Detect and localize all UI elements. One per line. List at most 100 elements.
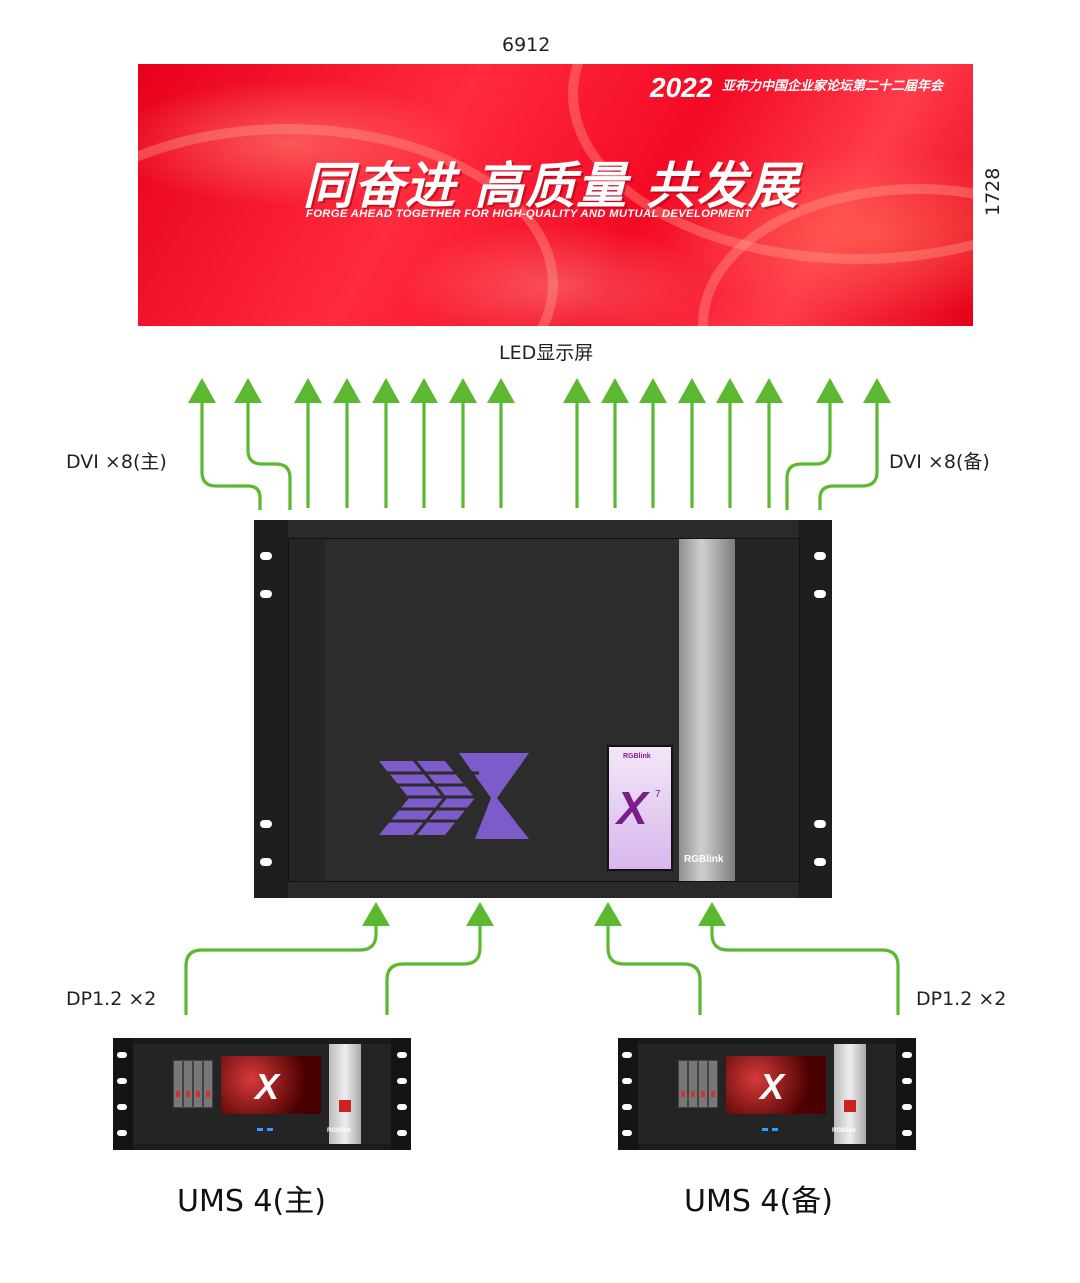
ums-silver-panel — [329, 1044, 361, 1144]
dvi-main-arrow-2 — [246, 400, 292, 510]
rack-hole — [117, 1052, 127, 1058]
rack-hole — [622, 1104, 632, 1110]
arrow-head — [294, 378, 322, 403]
arrow-head — [755, 378, 783, 403]
status-led — [772, 1128, 778, 1131]
drive-bay — [678, 1060, 688, 1108]
rack-hole — [814, 858, 826, 866]
lcd-model-suffix: 7 — [655, 789, 661, 800]
status-led — [257, 1128, 263, 1131]
rack-hole — [397, 1104, 407, 1110]
ums4-backup-caption: UMS 4(备) — [684, 1184, 833, 1219]
arrow-head — [816, 378, 844, 403]
arrow-head — [863, 378, 891, 403]
arrow-head — [449, 378, 477, 403]
rack-hole — [117, 1104, 127, 1110]
arrow-head — [362, 902, 390, 926]
rack-hole — [260, 590, 272, 598]
dvi-main-arrow-1 — [200, 400, 262, 510]
rack-hole — [260, 820, 272, 828]
rack-hole — [814, 590, 826, 598]
rack-hole — [902, 1104, 912, 1110]
rack-hole — [902, 1052, 912, 1058]
rack-hole — [622, 1052, 632, 1058]
arrow-head — [410, 378, 438, 403]
venus-x-logo — [379, 753, 529, 839]
rack-ear-right — [391, 1038, 411, 1150]
ums-screen: X — [726, 1056, 826, 1114]
drive-bay — [688, 1060, 698, 1108]
arrow-head — [716, 378, 744, 403]
arrow-head — [487, 378, 515, 403]
dvi-backup-label: DVI ×8(备) — [889, 451, 990, 473]
dp-main-arrow-1 — [184, 922, 378, 1015]
led-screen-caption: LED显示屏 — [499, 342, 594, 364]
dvi-backup-arrow-8 — [818, 400, 879, 510]
arrow-head — [234, 378, 262, 403]
lcd-brand: RGBlink — [623, 753, 651, 760]
drive-bay — [698, 1060, 708, 1108]
led-screen: 2022 亚布力中国企业家论坛第二十二届年会 同奋进 高质量 共发展 FORGE… — [138, 64, 973, 326]
ums4-main-caption: UMS 4(主) — [177, 1184, 326, 1219]
arrow-head — [601, 378, 629, 403]
dvi-main-label: DVI ×8(主) — [66, 451, 167, 473]
rack-hole — [117, 1130, 127, 1136]
ums-screen: X — [221, 1056, 321, 1114]
rack-hole — [397, 1130, 407, 1136]
rack-hole — [622, 1078, 632, 1084]
arrow-head — [563, 378, 591, 403]
processor-lcd-screen: RGBlink X 7 — [607, 745, 673, 871]
ums-front-panel: X RGBlink — [638, 1044, 896, 1144]
processor-silver-panel — [679, 539, 735, 881]
arrow-head — [594, 902, 622, 926]
screen-width-label: 6912 — [502, 34, 551, 56]
drive-bay — [193, 1060, 203, 1108]
ums-screen-logo: X — [255, 1066, 280, 1107]
dp-main-arrow-2 — [385, 922, 482, 1015]
drive-bay — [173, 1060, 183, 1108]
drive-bay — [203, 1060, 213, 1108]
arrow-head — [466, 902, 494, 926]
banner-subtitle: 亚布力中国企业家论坛第二十二届年会 — [722, 79, 944, 94]
rack-ear-left — [113, 1038, 133, 1150]
lcd-model: X — [617, 782, 648, 834]
main-processor: RGBlink X 7 RGBlink — [254, 520, 832, 898]
arrow-head — [333, 378, 361, 403]
arrow-head — [188, 378, 216, 403]
rack-hole — [902, 1078, 912, 1084]
rack-hole — [117, 1078, 127, 1084]
rack-ear-right — [798, 520, 832, 898]
rack-hole — [397, 1078, 407, 1084]
drive-bay — [708, 1060, 718, 1108]
ums-front-panel: X RGBlink — [133, 1044, 391, 1144]
power-button — [844, 1100, 856, 1112]
banner-headline: 同奋进 高质量 共发展 — [303, 157, 799, 215]
rack-ear-left — [618, 1038, 638, 1150]
arrow-head — [698, 902, 726, 926]
ums4-main-unit: X RGBlink — [113, 1038, 411, 1150]
rack-hole — [622, 1130, 632, 1136]
ums4-backup-unit: X RGBlink — [618, 1038, 916, 1150]
ums-silver-panel — [834, 1044, 866, 1144]
rack-hole — [260, 858, 272, 866]
rack-ear-left — [254, 520, 288, 898]
dp-backup-arrow-1 — [606, 922, 702, 1015]
dp-backup-label: DP1.2 ×2 — [916, 988, 1007, 1010]
rack-hole — [814, 552, 826, 560]
arrow-head — [678, 378, 706, 403]
rack-hole — [397, 1052, 407, 1058]
rack-hole — [260, 552, 272, 560]
banner-english: FORGE AHEAD TOGETHER FOR HIGH-QUALITY AN… — [306, 208, 752, 220]
ums-brand: RGBlink — [327, 1128, 351, 1134]
arrow-head — [372, 378, 400, 403]
dp-backup-arrow-2 — [710, 922, 900, 1015]
status-led — [762, 1128, 768, 1131]
rack-hole — [814, 820, 826, 828]
processor-brand: RGBlink — [684, 854, 724, 865]
dp-main-label: DP1.2 ×2 — [66, 988, 157, 1010]
status-led — [267, 1128, 273, 1131]
power-button — [339, 1100, 351, 1112]
processor-front-panel: RGBlink X 7 RGBlink — [288, 538, 800, 882]
ums-screen-logo: X — [760, 1066, 785, 1107]
